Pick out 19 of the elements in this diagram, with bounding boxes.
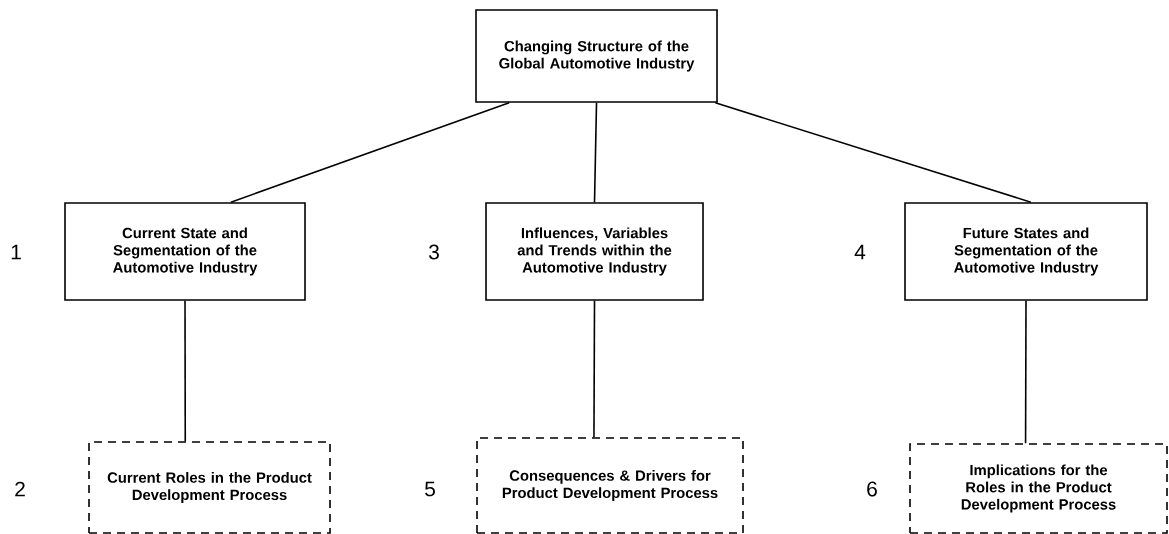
step-number: 1 (11, 244, 21, 260)
dashed-box: Consequences & Drivers for Product Development Process (476, 437, 744, 534)
text-box: Current State and Segmentation of the Automotive Industry (64, 202, 306, 301)
text-box: Influences, Variables and Trends within the Automotive Industry (485, 202, 704, 301)
dashed-box: Current Roles in the Product Development Process (88, 441, 331, 534)
step-number: 6 (867, 481, 877, 497)
connector-line (184, 300, 187, 442)
text-box: Changing Structure of the Global Automotive Industry (475, 9, 718, 103)
dashed-box: Implications for the Roles in the Product Development Process (909, 443, 1168, 534)
connector-line (1024, 300, 1027, 444)
text-box: Future States and Segmentation of the Automotive Industry (904, 202, 1148, 301)
connector-line (714, 102, 1032, 203)
step-number: 5 (425, 481, 435, 497)
step-number: 2 (15, 481, 25, 497)
connector-line (593, 300, 596, 438)
step-number: 3 (429, 244, 439, 260)
connector-line (230, 102, 510, 203)
step-number: 4 (854, 244, 866, 260)
connector-line (593, 102, 598, 203)
